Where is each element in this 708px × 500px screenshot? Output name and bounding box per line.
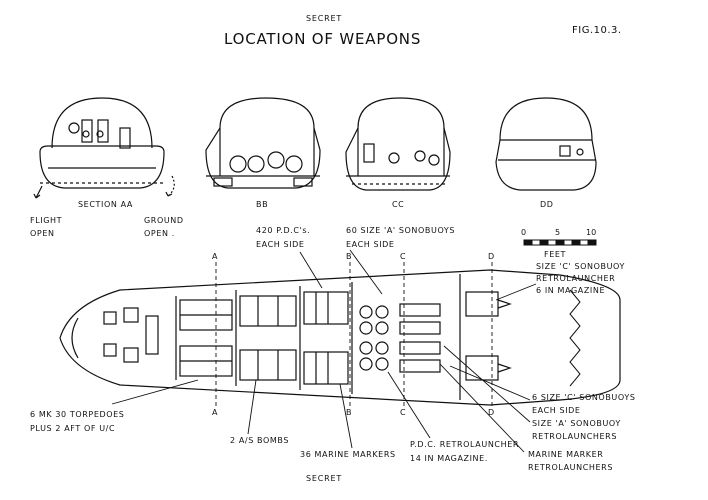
leader-lines — [111, 249, 537, 453]
size-c-sonobuoy-label: SIZE 'C' SONOBUOY — [536, 262, 625, 271]
section-cc-label: CC — [392, 200, 405, 209]
marine-markers-label: 36 MARINE MARKERS — [300, 450, 396, 459]
sonobuoys-a-label: 60 SIZE 'A' SONOBUOYS — [346, 226, 456, 235]
section-bb-drawing — [205, 97, 321, 189]
torpedoes-label: 6 MK 30 TORPEDOES — [30, 410, 125, 419]
section-mark-c-bottom: C — [400, 408, 406, 417]
marine-marker-retrolaunchers: RETROLAUNCHERS — [528, 463, 614, 472]
c-sonobuoys-label: 6 SIZE 'C' SONOBUOYS — [532, 393, 636, 402]
c-sonobuoys-each-side: EACH SIDE — [532, 406, 581, 415]
flight-open-label: OPEN — [30, 229, 55, 238]
size-c-retrolauncher: RETROLAUNCHER — [536, 274, 616, 283]
pdcs-label: 420 P.D.C's. — [256, 226, 311, 235]
pdc-retrolauncher-label: P.D.C. RETROLAUNCHER — [410, 440, 520, 449]
section-aa-label: SECTION AA — [78, 200, 133, 209]
section-cut-lines — [215, 262, 493, 406]
scale-unit: FEET — [544, 250, 566, 259]
fuselage-plan-view — [59, 269, 621, 406]
scale-tick-5: 5 — [555, 228, 561, 237]
scale-bar — [523, 239, 597, 246]
section-mark-b-bottom: B — [346, 408, 352, 417]
pdc-magazine-label: 14 IN MAGAZINE. — [410, 454, 488, 463]
ground-open-label: OPEN . — [144, 229, 175, 238]
figure-number: FIG.10.3. — [572, 25, 622, 36]
pdcs-each-side: EACH SIDE — [256, 240, 305, 249]
ground-label: GROUND — [144, 216, 184, 225]
size-c-magazine: 6 IN MAGAZINE — [536, 286, 606, 295]
flight-label: FLIGHT — [30, 216, 63, 225]
section-aa-drawing — [33, 97, 175, 199]
scale-tick-0: 0 — [521, 228, 527, 237]
section-mark-a-bottom: A — [212, 408, 218, 417]
drawing-title: LOCATION OF WEAPONS — [224, 30, 422, 48]
a-retrolauncher-label: SIZE 'A' SONOBUOY — [532, 419, 621, 428]
section-mark-a-top: A — [212, 252, 218, 261]
section-mark-c-top: C — [400, 252, 406, 261]
classification-bottom: SECRET — [306, 474, 343, 483]
scale-tick-10: 10 — [586, 228, 597, 237]
a-retrolaunchers: RETROLAUNCHERS — [532, 432, 618, 441]
section-dd-drawing — [495, 97, 597, 191]
section-cc-drawing — [345, 97, 451, 191]
section-mark-d-bottom: D — [488, 408, 495, 417]
classification-top: SECRET — [306, 14, 343, 23]
torpedoes-aft: PLUS 2 AFT OF U/C — [30, 424, 116, 433]
section-mark-d-top: D — [488, 252, 495, 261]
marine-marker-label: MARINE MARKER — [528, 450, 604, 459]
section-bb-label: BB — [256, 200, 269, 209]
section-dd-label: DD — [540, 200, 554, 209]
bombs-label: 2 A/S BOMBS — [230, 436, 289, 445]
section-mark-b-top: B — [346, 252, 352, 261]
sonobuoys-a-each-side: EACH SIDE — [346, 240, 395, 249]
